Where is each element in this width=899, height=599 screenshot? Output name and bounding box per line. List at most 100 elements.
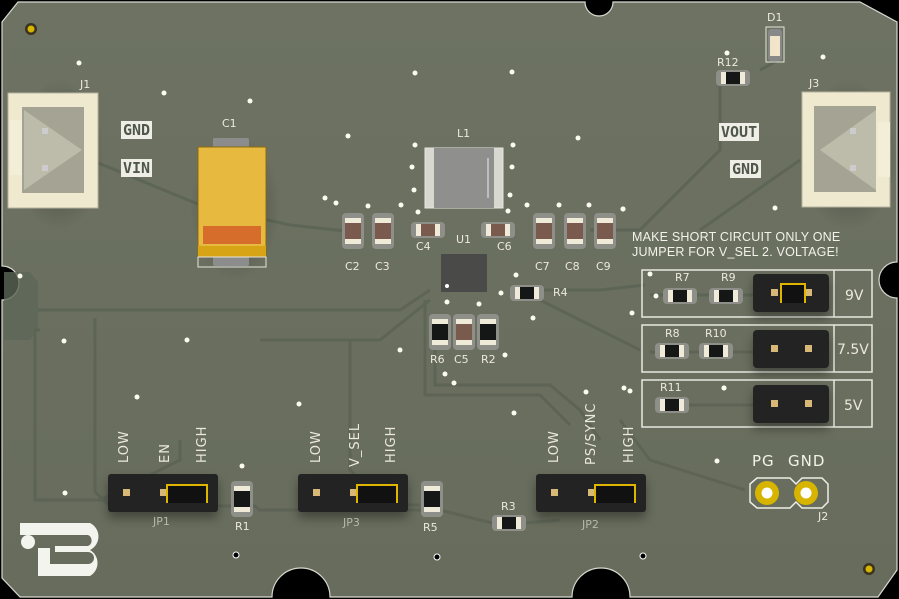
- c3-capacitor: [375, 223, 391, 239]
- jp3-header-shunt[interactable]: [356, 484, 398, 503]
- jp1-ref: JP1: [153, 515, 170, 528]
- jp3-ref: JP3: [343, 516, 360, 529]
- r8-resistor: [665, 345, 679, 357]
- c7-ref: C7: [535, 260, 550, 273]
- vias: [17, 50, 826, 496]
- c1-capacitor: [190, 135, 280, 280]
- vsel-9v-header-pin-1: [771, 289, 778, 296]
- jp3-header-pin-2: [350, 489, 357, 496]
- vsel-7v5-header[interactable]: [753, 330, 829, 368]
- c4-ref: C4: [416, 240, 431, 253]
- r1-resistor: [234, 491, 250, 507]
- r9-ref: R9: [721, 271, 736, 284]
- j3-connector: [800, 80, 898, 230]
- j1-vin-label: VIN: [121, 159, 153, 177]
- vsel-7v5-label: 7.5V: [837, 342, 869, 358]
- jp1-high-label: HIGH: [195, 425, 210, 463]
- jp2-low-label: LOW: [547, 430, 562, 463]
- r7-ref: R7: [675, 271, 690, 284]
- jp3-header-pin-1: [313, 489, 320, 496]
- vsel-5v-label: 5V: [844, 398, 863, 414]
- jp1-low-label: LOW: [117, 430, 132, 463]
- jp2-header-pin-2: [588, 489, 595, 496]
- vsel-9v-header-shunt[interactable]: [780, 283, 806, 303]
- r4-resistor: [520, 287, 534, 299]
- r5-ref: R5: [423, 521, 438, 534]
- jp2-pssync-label: PS/SYNC: [584, 402, 599, 465]
- vsel-5v-header-pin-1: [771, 400, 778, 407]
- r10-ref: R10: [705, 327, 727, 340]
- r2-ref: R2: [481, 353, 496, 366]
- drill-holes: [232, 551, 647, 561]
- c5-capacitor: [456, 324, 472, 340]
- vsel-7v5-header-pin-2: [805, 345, 812, 352]
- jp2-ref: JP2: [582, 518, 599, 531]
- jp2-high-label: HIGH: [622, 425, 637, 463]
- r6-ref: R6: [430, 353, 445, 366]
- r1-ref: R1: [235, 520, 250, 533]
- vsel-9v-header-pin-2: [805, 289, 812, 296]
- r8-ref: R8: [665, 327, 680, 340]
- c9-capacitor: [597, 223, 613, 239]
- jp1-en-label: EN: [158, 443, 173, 463]
- c8-ref: C8: [565, 260, 580, 273]
- j2-gnd-label: GND: [788, 452, 826, 470]
- jp3-high-label: HIGH: [384, 425, 399, 463]
- c3-ref: C3: [375, 260, 390, 273]
- jp3-vsel-label: V_SEL: [348, 422, 363, 467]
- j1-gnd-label: GND: [121, 121, 153, 139]
- j1-ref: J1: [80, 78, 91, 91]
- jp2-header-pin-1: [551, 489, 558, 496]
- vsel-9v-label: 9V: [845, 288, 864, 304]
- r12-resistor: [726, 72, 740, 84]
- vsel-5v-header-pin-2: [805, 400, 812, 407]
- c4-capacitor: [421, 224, 435, 236]
- jp1-header-pin-2: [160, 489, 167, 496]
- l1-ref: L1: [457, 127, 471, 140]
- r12-ref: R12: [717, 56, 739, 69]
- j3-ref: J3: [809, 77, 820, 90]
- u1-ref: U1: [456, 233, 472, 246]
- l1-inductor: [424, 147, 504, 209]
- vsel-5v-header[interactable]: [753, 385, 829, 423]
- d1-ref: D1: [767, 11, 783, 24]
- j3-gnd-label: GND: [730, 160, 762, 178]
- c7-capacitor: [536, 223, 552, 239]
- r4-ref: R4: [553, 286, 568, 299]
- c6-ref: C6: [497, 240, 512, 253]
- r3-ref: R3: [501, 500, 516, 513]
- j1-connector: [7, 80, 104, 230]
- vsel-7v5-header-pin-1: [771, 345, 778, 352]
- vsel-boxes: [641, 269, 873, 428]
- jp1-header-shunt[interactable]: [166, 484, 208, 503]
- c8-capacitor: [567, 223, 583, 239]
- c2-ref: C2: [345, 260, 360, 273]
- r2-resistor: [480, 324, 496, 340]
- jp1-header-pin-1: [123, 489, 130, 496]
- r10-resistor: [709, 345, 723, 357]
- r6-resistor: [432, 324, 448, 340]
- vsel-warning-line1: MAKE SHORT CIRCUIT ONLY ONE: [632, 230, 841, 244]
- r9-resistor: [719, 290, 733, 302]
- r3-resistor: [502, 517, 516, 529]
- r11-ref: R11: [660, 381, 682, 394]
- r7-resistor: [673, 290, 687, 302]
- r11-resistor: [665, 399, 679, 411]
- jp2-header-shunt[interactable]: [594, 484, 636, 503]
- j3-vout-label: VOUT: [719, 123, 760, 141]
- jp3-low-label: LOW: [309, 430, 324, 463]
- u1-ic: [441, 254, 487, 292]
- j2-ref: J2: [818, 510, 829, 523]
- c5-ref: C5: [454, 353, 469, 366]
- vsel-warning-line2: JUMPER FOR V_SEL 2. VOLTAGE!: [632, 245, 839, 259]
- c1-ref: C1: [222, 117, 237, 130]
- d1-led: [765, 26, 785, 63]
- c9-ref: C9: [596, 260, 611, 273]
- c2-capacitor: [345, 223, 361, 239]
- c6-capacitor: [491, 224, 505, 236]
- r5-resistor: [424, 491, 440, 507]
- j2-pg-label: PG: [752, 452, 775, 470]
- j2-header: [749, 477, 829, 509]
